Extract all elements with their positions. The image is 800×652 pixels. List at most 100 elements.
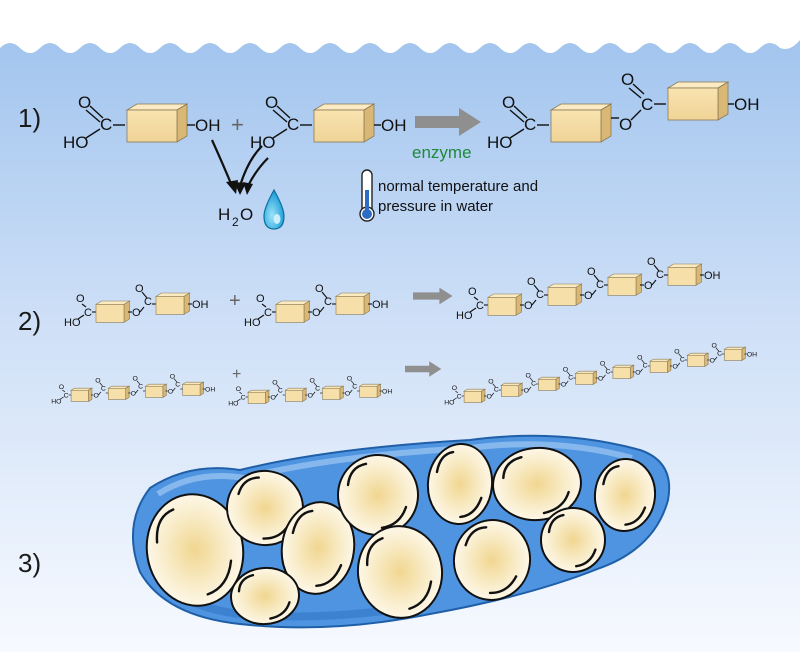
condition-line-1: normal temperature and: [378, 178, 538, 195]
starch-granule: [145, 493, 245, 607]
chain-ester-carbonyl-o: O: [347, 376, 352, 383]
product-block-2: [667, 81, 729, 121]
chain-ester-o: O: [584, 290, 593, 302]
chain-ester-carbon: C: [680, 357, 685, 364]
chain-ester-o: O: [312, 307, 321, 319]
water-surface-wave: [0, 0, 800, 53]
chain-block: [686, 352, 710, 367]
monomer-b-carbon: C: [287, 115, 299, 134]
product-carbonyl-o: O: [502, 93, 515, 112]
chain-block: [486, 293, 523, 316]
chain-carbonyl-o: O: [256, 293, 265, 305]
chain-hydroxyl: HO: [64, 317, 81, 329]
chain-block: [606, 273, 643, 296]
chain-block: [284, 387, 308, 402]
starch-granule: [280, 501, 356, 595]
chain-ester-o: O: [486, 393, 491, 400]
monomer-a-block: [126, 103, 188, 143]
chain-carbon: C: [241, 394, 246, 401]
chain-terminal-oh: OH: [382, 388, 392, 395]
chain-ester-carbonyl-o: O: [488, 379, 493, 386]
chain-ester-o: O: [561, 381, 566, 388]
monomer-b-carbonyl-o: O: [265, 93, 278, 112]
starch-granule: [426, 443, 494, 525]
product-carbon: C: [524, 115, 536, 134]
starch-granule: [337, 454, 419, 536]
chain-carbonyl-o: O: [236, 386, 241, 393]
chain-carbon: C: [457, 393, 462, 400]
chain-block: [546, 283, 583, 306]
chain-block: [574, 370, 598, 385]
step-1-label: 1): [18, 103, 41, 133]
chain-ester-o: O: [168, 388, 173, 395]
starch-granule: [593, 458, 657, 532]
chain-ester-carbonyl-o: O: [563, 367, 568, 374]
chain-ester-carbon: C: [324, 296, 332, 308]
monomer-b-hydroxyl: HO: [250, 133, 276, 152]
starch-granule: [356, 525, 444, 619]
chain-block: [154, 292, 191, 315]
chain-terminal-oh: OH: [747, 351, 757, 358]
chain-ester-carbonyl-o: O: [712, 343, 717, 350]
chain-hydroxyl: HO: [244, 317, 261, 329]
chain-ester-carbonyl-o: O: [600, 361, 605, 368]
chain-block: [537, 376, 561, 391]
chain-ester-o: O: [93, 392, 98, 399]
chain-ester-carbonyl-o: O: [133, 376, 138, 383]
chain-block: [649, 358, 673, 373]
chain-ester-o: O: [132, 307, 141, 319]
monomer-a-carbon: C: [100, 115, 112, 134]
starch-granule-cluster: [131, 434, 671, 629]
enzyme-label: enzyme: [412, 143, 472, 162]
chain-ester-carbonyl-o: O: [674, 349, 679, 356]
chain-block: [107, 385, 131, 400]
step1-monomer-a: O HO C OH: [63, 93, 221, 152]
water-subscript: 2: [232, 215, 239, 229]
chain-terminal-oh: OH: [192, 299, 209, 311]
product-terminal-oh: OH: [734, 95, 760, 114]
step-2-label: 2): [18, 306, 41, 336]
chain-hydroxyl: HO: [51, 399, 61, 406]
chain-block: [274, 300, 311, 323]
chain-block: [463, 388, 487, 403]
starch-granule: [540, 507, 606, 573]
chain-ester-carbonyl-o: O: [272, 380, 277, 387]
chain-ester-carbon: C: [536, 289, 544, 301]
chain-block: [94, 300, 131, 323]
step1-product-dimer: O HO C O O C OH: [487, 70, 760, 152]
water-molecule-label: H 2 O: [218, 205, 253, 229]
monomer-a-terminal-oh: OH: [195, 116, 221, 135]
chain-block: [723, 346, 747, 361]
chain-ester-carbonyl-o: O: [647, 256, 656, 268]
chain-ester-o: O: [308, 392, 313, 399]
thermometer-icon: [359, 169, 375, 222]
monomer-b-terminal-oh: OH: [381, 116, 407, 135]
step1-plus-sign: +: [231, 112, 244, 137]
chain-ester-o: O: [524, 387, 529, 394]
chain-ester-carbon: C: [315, 386, 320, 393]
water-drop-icon: [263, 188, 285, 230]
product-block-1: [550, 103, 612, 143]
chain-ester-carbon: C: [717, 351, 722, 358]
chain-ester-carbonyl-o: O: [587, 266, 596, 278]
chain-ester-carbon: C: [494, 387, 499, 394]
chain-carbon: C: [84, 307, 92, 319]
chain-ester-o: O: [524, 300, 533, 312]
chain-block: [358, 383, 382, 398]
chain-ester-o: O: [345, 390, 350, 397]
chain-ester-o: O: [270, 394, 275, 401]
monomer-a-carbonyl-o: O: [78, 93, 91, 112]
chain-ester-carbonyl-o: O: [95, 378, 100, 385]
chain-ester-carbonyl-o: O: [637, 355, 642, 362]
chain-terminal-oh: OH: [205, 386, 215, 393]
chain-carbonyl-o: O: [468, 286, 477, 298]
chain-ester-carbonyl-o: O: [526, 373, 531, 380]
chain-ester-carbonyl-o: O: [310, 378, 315, 385]
chain-ester-carbonyl-o: O: [170, 374, 175, 381]
